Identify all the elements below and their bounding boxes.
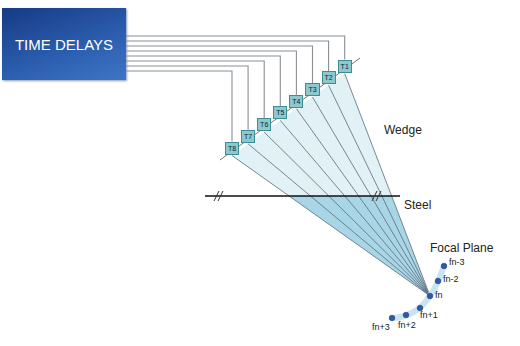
focal-point-label: fn bbox=[435, 291, 443, 301]
node-text: T1 bbox=[341, 63, 349, 70]
transducer-element: T7 bbox=[241, 130, 255, 143]
delay-line bbox=[126, 51, 296, 95]
transducer-element: T5 bbox=[273, 106, 287, 119]
delay-line bbox=[126, 56, 280, 106]
focal-point-dot bbox=[435, 278, 441, 284]
hatch-marks bbox=[214, 191, 381, 201]
focal-point-label: fn-3 bbox=[449, 258, 465, 268]
node-text: T5 bbox=[276, 109, 284, 116]
focal-plane-label: Focal Plane bbox=[430, 242, 493, 255]
transducer-element: T8 bbox=[225, 142, 239, 155]
beam-line bbox=[264, 132, 430, 296]
focal-point-label: fn+1 bbox=[420, 311, 438, 321]
transducer-element: T2 bbox=[322, 71, 336, 84]
node-text: T7 bbox=[244, 133, 252, 140]
focal-point-label: fn+2 bbox=[398, 321, 416, 331]
transducer-element: T1 bbox=[338, 60, 352, 73]
delay-line bbox=[126, 61, 264, 118]
focal-point-dot bbox=[389, 315, 395, 321]
beam-line bbox=[232, 156, 430, 297]
node-text: T3 bbox=[308, 86, 316, 93]
focal-point-label: fn-2 bbox=[443, 275, 459, 285]
node-text: T4 bbox=[292, 98, 300, 105]
beam-line bbox=[345, 74, 430, 296]
delay-line bbox=[126, 41, 329, 71]
focal-point-dot bbox=[441, 263, 447, 269]
focal-point-dot bbox=[403, 312, 409, 318]
beam-line bbox=[329, 85, 430, 296]
delay-line bbox=[126, 71, 232, 142]
transducer-element: T3 bbox=[305, 83, 319, 96]
node-text: T6 bbox=[260, 121, 268, 128]
node-text: T8 bbox=[228, 145, 236, 152]
delay-line bbox=[126, 66, 248, 130]
steel-label: Steel bbox=[404, 199, 431, 212]
beam-line bbox=[248, 144, 430, 296]
control-box: TIME DELAYS bbox=[2, 8, 126, 80]
node-text: T2 bbox=[325, 74, 333, 81]
transducer-element: T4 bbox=[289, 95, 303, 108]
delay-line bbox=[126, 46, 312, 83]
transducer-element: T6 bbox=[257, 118, 271, 131]
beam-field-wedge bbox=[232, 74, 392, 196]
steel-surface bbox=[205, 195, 400, 197]
wedge-label: Wedge bbox=[384, 124, 422, 137]
focal-point-dot bbox=[427, 293, 433, 299]
delay-line bbox=[126, 36, 345, 60]
node-text: TIME DELAYS bbox=[15, 36, 113, 53]
focal-point-label: fn+3 bbox=[372, 323, 390, 333]
beam-group bbox=[232, 74, 430, 296]
focal-dots bbox=[389, 263, 447, 321]
focal-point-dot bbox=[417, 305, 423, 311]
